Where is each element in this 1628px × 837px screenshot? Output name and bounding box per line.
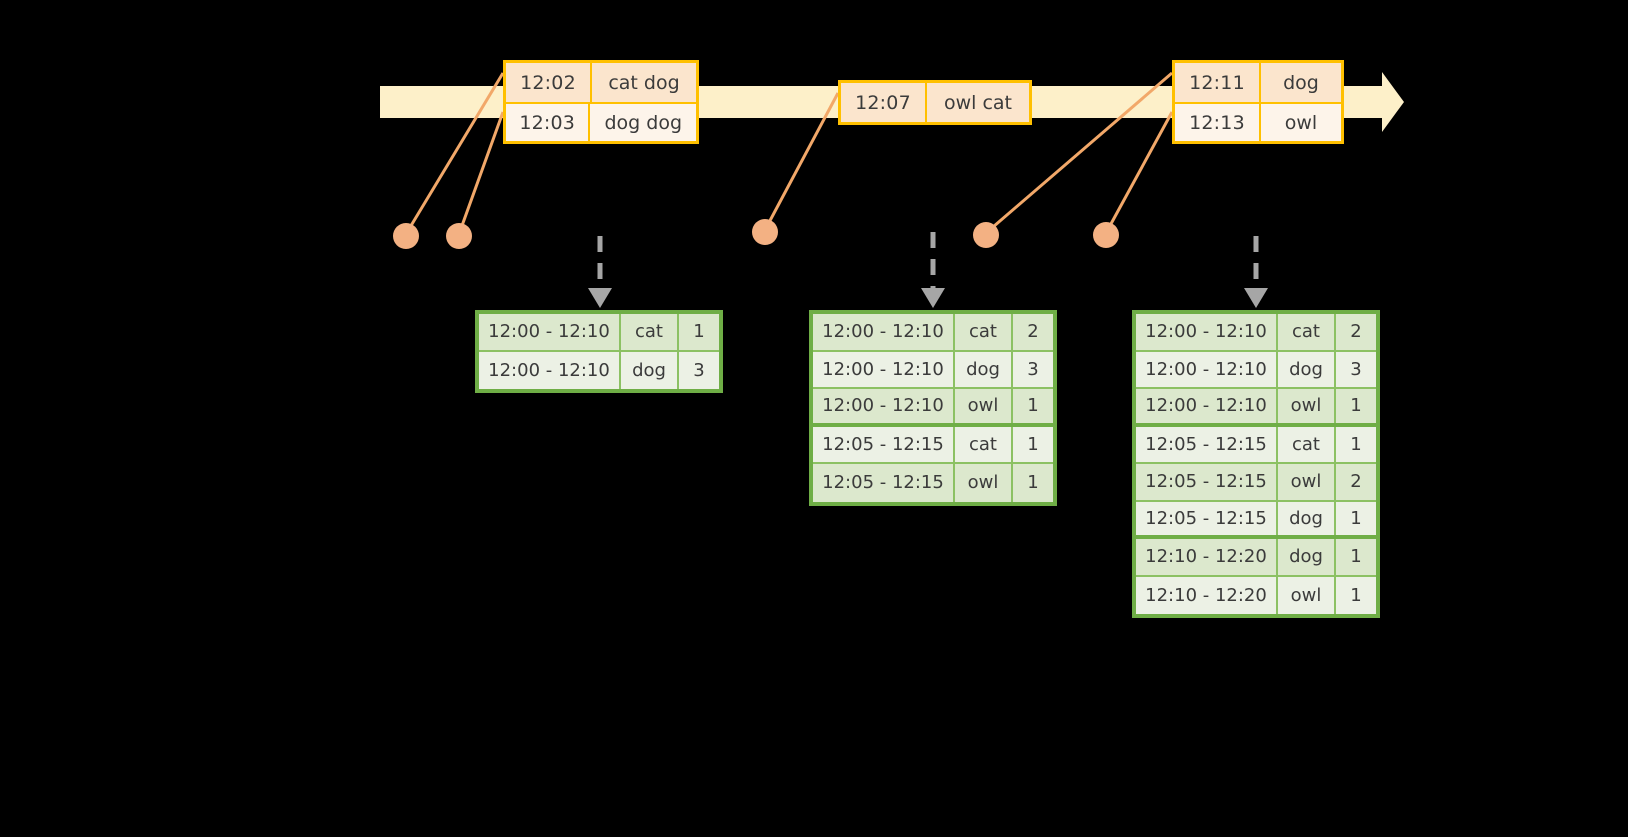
event-payload: owl cat bbox=[943, 91, 1013, 114]
cell-key: cat bbox=[1278, 314, 1336, 350]
event-row: 12:02 cat dog bbox=[506, 63, 696, 102]
cell-count: 1 bbox=[1350, 546, 1362, 568]
cell-window: 12:05 - 12:15 bbox=[1136, 501, 1278, 535]
event-payload: cat dog bbox=[608, 71, 680, 94]
cell-count: 1 bbox=[1350, 395, 1362, 417]
cell-count: 1 bbox=[1027, 395, 1039, 417]
cell-window: 12:00 - 12:10 bbox=[813, 389, 955, 423]
event-time: 12:02 bbox=[506, 63, 592, 102]
cell-window: 12:00 - 12:10 bbox=[813, 351, 955, 387]
cell-count: 2 bbox=[1027, 321, 1039, 343]
cell-window: 12:05 - 12:15 bbox=[1136, 464, 1278, 500]
cell-key: cat bbox=[1278, 426, 1336, 462]
cell-count: 1 bbox=[1350, 433, 1362, 455]
marker-dot-5 bbox=[1093, 222, 1119, 248]
event-time: 12:13 bbox=[1175, 104, 1261, 141]
cell-window: 12:00 - 12:10 bbox=[479, 351, 621, 389]
event-row: 12:03 dog dog bbox=[506, 102, 696, 141]
cell-window: 12:00 - 12:10 bbox=[1136, 314, 1278, 350]
event-time: 12:11 bbox=[1175, 63, 1261, 102]
cell-key: dog bbox=[1278, 501, 1336, 535]
cell-key: owl bbox=[955, 389, 1013, 423]
cell-window: 12:10 - 12:20 bbox=[1136, 539, 1278, 575]
cell-key: owl bbox=[955, 464, 1013, 502]
cell-count: 1 bbox=[693, 321, 705, 343]
cell-count: 1 bbox=[1027, 433, 1039, 455]
marker-dots bbox=[393, 219, 1119, 249]
event-row: 12:11 dog bbox=[1175, 63, 1341, 102]
event-row: 12:07 owl cat bbox=[841, 83, 1029, 122]
dashed-arrow-3 bbox=[1244, 236, 1268, 308]
marker-dot-2 bbox=[446, 223, 472, 249]
marker-dot-1 bbox=[393, 223, 419, 249]
event-payload: dog bbox=[1283, 71, 1319, 94]
cell-count: 1 bbox=[1350, 584, 1362, 606]
connector-line-1 bbox=[404, 72, 505, 235]
event-time: 12:07 bbox=[841, 83, 927, 122]
cell-count: 1 bbox=[1027, 472, 1039, 494]
cell-window: 12:10 - 12:20 bbox=[1136, 576, 1278, 614]
marker-dot-4 bbox=[973, 222, 999, 248]
event-box-group-3[interactable]: 12:11 dog 12:13 owl bbox=[1172, 60, 1344, 144]
event-time: 12:03 bbox=[506, 104, 591, 141]
cell-window: 12:05 - 12:15 bbox=[813, 464, 955, 502]
cell-window: 12:00 - 12:10 bbox=[479, 314, 621, 350]
cell-window: 12:00 - 12:10 bbox=[1136, 389, 1278, 423]
cell-key: cat bbox=[621, 314, 679, 350]
cell-count: 3 bbox=[693, 359, 705, 381]
connector-line-5 bbox=[1104, 111, 1174, 234]
cell-key: dog bbox=[621, 351, 679, 389]
cell-key: dog bbox=[1278, 539, 1336, 575]
cell-window: 12:05 - 12:15 bbox=[813, 426, 955, 462]
event-payload: owl bbox=[1284, 111, 1318, 134]
dashed-arrow-1 bbox=[588, 236, 612, 308]
cell-window: 12:00 - 12:10 bbox=[813, 314, 955, 350]
cell-window: 12:05 - 12:15 bbox=[1136, 426, 1278, 462]
cell-count: 3 bbox=[1350, 358, 1362, 380]
cell-count: 1 bbox=[1350, 507, 1362, 529]
event-payload: dog dog bbox=[604, 111, 682, 134]
cell-key: owl bbox=[1278, 576, 1336, 614]
connector-line-2 bbox=[457, 111, 505, 235]
dashed-arrows bbox=[588, 232, 1268, 308]
cell-key: dog bbox=[1278, 351, 1336, 387]
dashed-arrow-2 bbox=[921, 232, 945, 308]
cell-window: 12:00 - 12:10 bbox=[1136, 351, 1278, 387]
cell-key: cat bbox=[955, 426, 1013, 462]
cell-count: 2 bbox=[1350, 321, 1362, 343]
cell-key: owl bbox=[1278, 464, 1336, 500]
marker-dot-3 bbox=[752, 219, 778, 245]
cell-key: dog bbox=[955, 351, 1013, 387]
event-row: 12:13 owl bbox=[1175, 102, 1341, 141]
cell-key: owl bbox=[1278, 389, 1336, 423]
cell-key: cat bbox=[955, 314, 1013, 350]
event-box-group-2[interactable]: 12:07 owl cat bbox=[838, 80, 1032, 125]
connector-line-3 bbox=[763, 92, 840, 231]
cell-count: 3 bbox=[1027, 358, 1039, 380]
event-box-group-1[interactable]: 12:02 cat dog 12:03 dog dog bbox=[503, 60, 699, 144]
cell-count: 2 bbox=[1350, 471, 1362, 493]
